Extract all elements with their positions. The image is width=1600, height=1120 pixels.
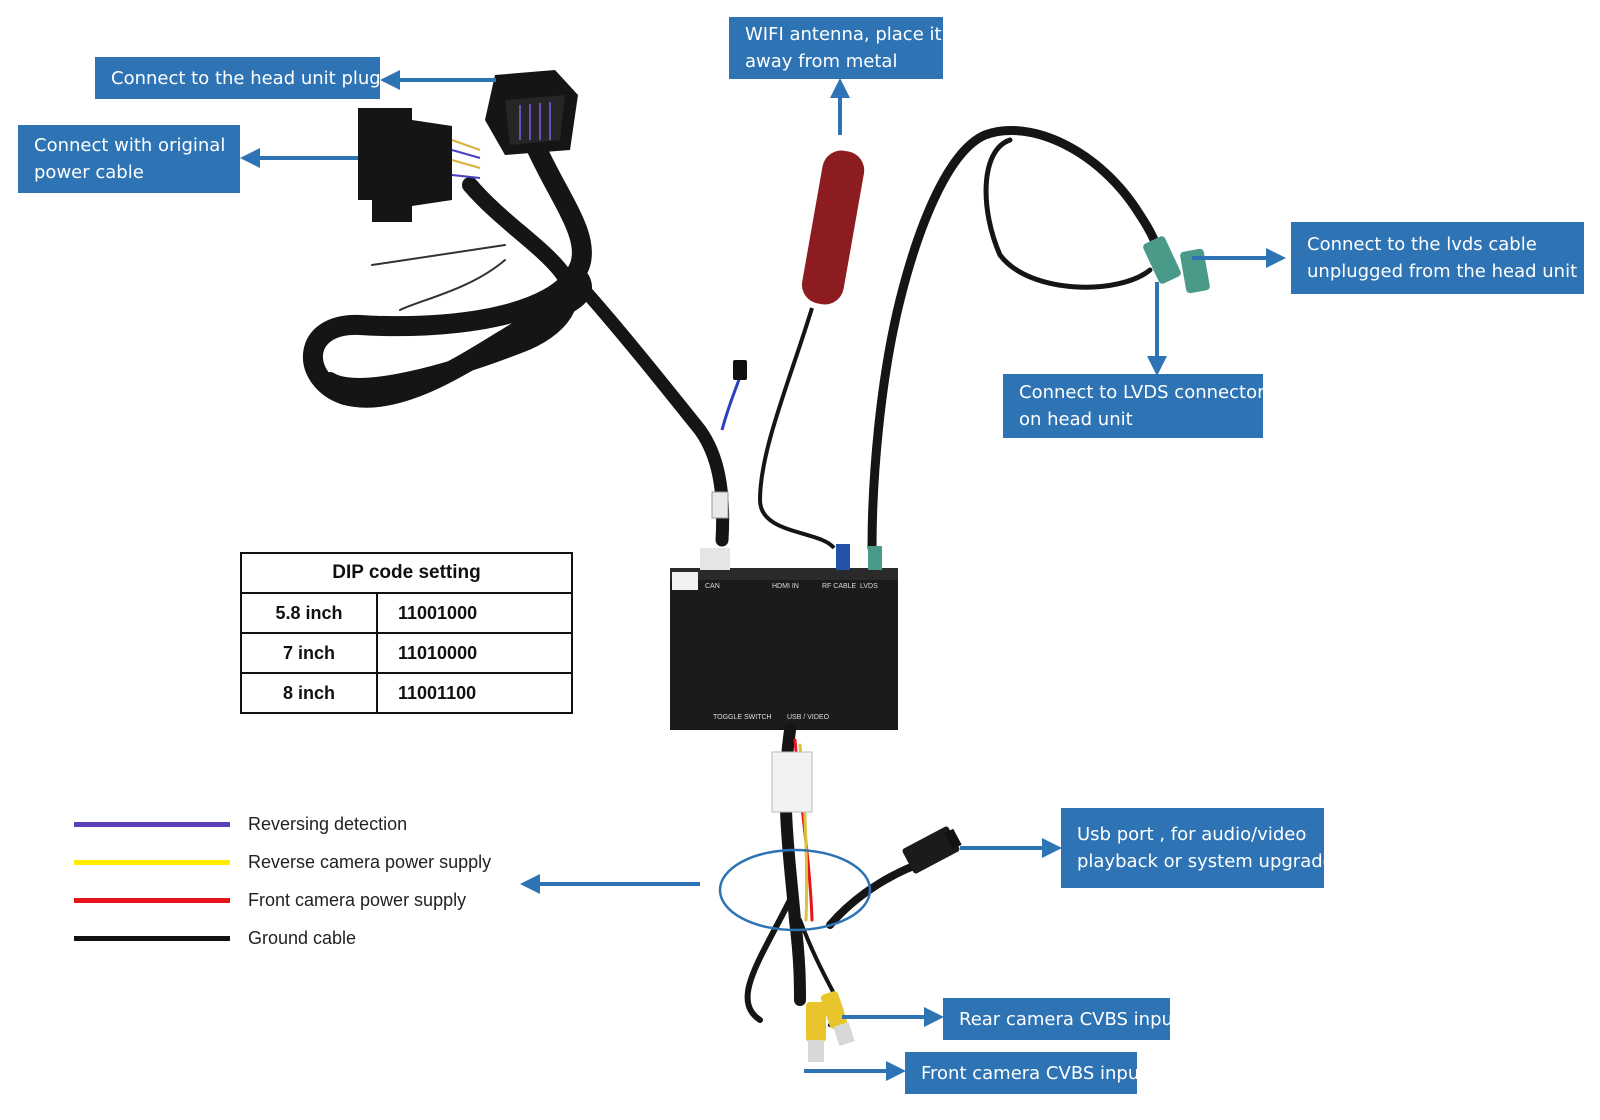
callout-arrows xyxy=(240,70,1286,1081)
dip-table-row: 5.8 inch 11001000 xyxy=(240,592,573,634)
cable-tie xyxy=(711,491,729,519)
callout-front-camera-text: Front camera CVBS input xyxy=(921,1062,1147,1084)
port-label-hdmi: HDMI IN xyxy=(772,583,799,590)
callout-power-cable-line-2: power cable xyxy=(34,162,144,183)
main-harness xyxy=(302,135,730,547)
callout-rear-camera-text: Rear camera CVBS input xyxy=(959,1008,1180,1030)
head-unit-plug-connector xyxy=(485,70,578,155)
legend-item-ground-cable: Ground cable xyxy=(74,926,356,950)
callout-wifi-antenna: WIFI antenna, place it away from metal xyxy=(729,17,943,79)
legend-swatch-yellow xyxy=(74,859,230,865)
usb-video-label: USB / VIDEO xyxy=(787,714,830,721)
port-label-rf: RF CABLE xyxy=(822,583,857,590)
legend-item-reverse-camera-power: Reverse camera power supply xyxy=(74,850,491,874)
port-label-can: CAN xyxy=(705,583,720,590)
wire-highlight-ellipse xyxy=(718,848,872,932)
callout-lvds-cable-line-2: unplugged from the head unit xyxy=(1307,261,1578,282)
callout-wifi-line-2: away from metal xyxy=(745,51,898,72)
legend-swatch-purple xyxy=(74,821,230,827)
usb-connector xyxy=(902,826,962,874)
harness-label-tag xyxy=(771,751,813,813)
legend-item-front-camera-power: Front camera power supply xyxy=(74,888,466,912)
callout-usb-line-1: Usb port , for audio/video xyxy=(1077,824,1307,845)
legend-swatch-red xyxy=(74,897,230,903)
dip-table-row: 7 inch 11010000 xyxy=(240,632,573,674)
legend-label: Reverse camera power supply xyxy=(248,851,492,872)
callout-power-cable: Connect with original power cable xyxy=(18,125,240,193)
power-cable-connector xyxy=(358,108,481,222)
dip-size-cell: 7 inch xyxy=(240,632,378,674)
callout-lvds-connector-line-1: Connect to LVDS connector xyxy=(1019,382,1265,403)
callout-rear-camera: Rear camera CVBS input xyxy=(943,998,1180,1040)
toggle-switch-label: TOGGLE SWITCH xyxy=(713,714,772,721)
callout-head-unit-plug-text: Connect to the head unit plug xyxy=(111,67,381,89)
dip-size-cell: 8 inch xyxy=(240,672,378,714)
lvds-cable xyxy=(867,126,1166,553)
callout-lvds-cable: Connect to the lvds cable unplugged from… xyxy=(1291,222,1584,294)
dip-code-cell: 11001100 xyxy=(376,672,573,714)
legend-label: Ground cable xyxy=(248,927,357,948)
callout-usb-port: Usb port , for audio/video playback or s… xyxy=(1061,808,1334,888)
dip-code-cell: 11001000 xyxy=(376,592,573,634)
dip-code-cell: 11010000 xyxy=(376,632,573,674)
port-label-lvds: LVDS xyxy=(860,583,878,590)
legend-item-reversing-detection: Reversing detection xyxy=(74,812,407,836)
interface-box: CAN HDMI IN RF CABLE LVDS TOGGLE SWITCH … xyxy=(670,544,898,730)
dip-table-row: 8 inch 11001100 xyxy=(240,672,573,714)
callout-lvds-connector-line-2: on head unit xyxy=(1019,409,1133,430)
callout-usb-line-2: playback or system upgrade xyxy=(1077,851,1334,872)
lvds-fakra-connectors xyxy=(1143,236,1210,294)
callout-lvds-connector: Connect to LVDS connector on head unit xyxy=(1003,374,1265,438)
dip-table-header-row: DIP code setting xyxy=(240,552,573,594)
legend-label: Front camera power supply xyxy=(248,889,467,910)
dip-size-cell: 5.8 inch xyxy=(240,592,378,634)
wifi-antenna xyxy=(757,150,865,550)
dip-table-title: DIP code setting xyxy=(240,552,573,594)
callout-front-camera: Front camera CVBS input xyxy=(905,1052,1147,1094)
legend-label: Reversing detection xyxy=(248,813,408,834)
callout-head-unit-plug: Connect to the head unit plug xyxy=(95,57,381,99)
callout-lvds-cable-line-1: Connect to the lvds cable xyxy=(1307,234,1537,255)
legend-swatch-black xyxy=(74,935,230,941)
callout-wifi-line-1: WIFI antenna, place it xyxy=(745,24,942,45)
rca-connectors xyxy=(806,991,855,1062)
small-plug xyxy=(733,360,747,380)
callout-power-cable-line-1: Connect with original xyxy=(34,135,226,156)
dip-code-table: DIP code setting 5.8 inch 11001000 7 inc… xyxy=(240,552,573,714)
